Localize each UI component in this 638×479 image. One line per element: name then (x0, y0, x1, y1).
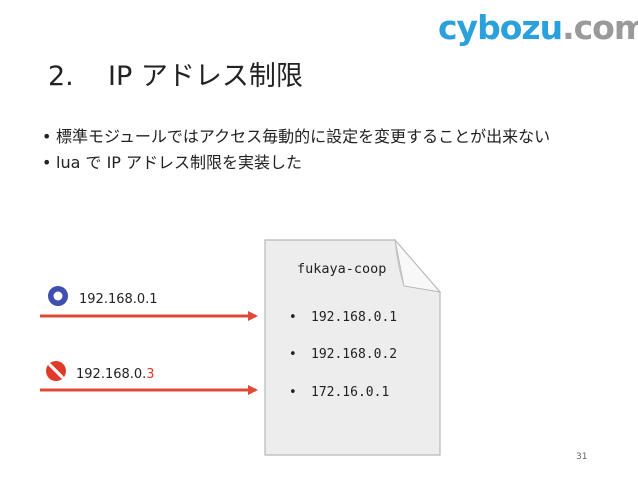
whitelist-bullet: • (289, 347, 297, 362)
logo-part2: .com (562, 8, 638, 47)
client-ip-highlight: 3 (146, 367, 154, 382)
logo-part1: cybozu (438, 8, 563, 47)
whitelist-bullet: • (289, 310, 297, 325)
slide-title: 2. IP アドレス制限 (48, 60, 303, 94)
client-ip: 192.168.0.1 (79, 292, 158, 307)
cybozu-logo: cybozu.com (438, 8, 638, 48)
slide-title-text: IP アドレス制限 (108, 61, 303, 92)
whitelist-bullet: • (289, 385, 297, 400)
forbidden-icon (46, 361, 66, 381)
bullet-item: 標準モジュールではアクセス毎動的に設定を変更することが出来ない (40, 126, 600, 148)
bullet-item: lua で IP アドレス制限を実装した (40, 152, 600, 174)
client-blocked: 192.168.0.3 (40, 361, 258, 395)
client-ip-prefix: 192.168.0. (76, 367, 146, 382)
file-icon (264, 238, 442, 456)
whitelist: • 192.168.0.1 • 192.168.0.2 • 172.16.0.1 (289, 310, 397, 400)
client-ip: 192.168.0.3 (76, 367, 155, 382)
client-allowed: 192.168.0.1 (40, 286, 258, 321)
whitelist-ip: 172.16.0.1 (311, 385, 389, 400)
whitelist-ip: 192.168.0.1 (311, 310, 397, 325)
page-number: 31 (576, 452, 588, 462)
whitelist-ip: 192.168.0.2 (311, 347, 397, 362)
file-title: fukaya-coop (297, 261, 386, 277)
slide-number: 2. (48, 61, 74, 92)
bullet-list: 標準モジュールではアクセス毎動的に設定を変更することが出来ない lua で IP… (40, 126, 600, 178)
allowed-circle-icon (48, 286, 68, 306)
